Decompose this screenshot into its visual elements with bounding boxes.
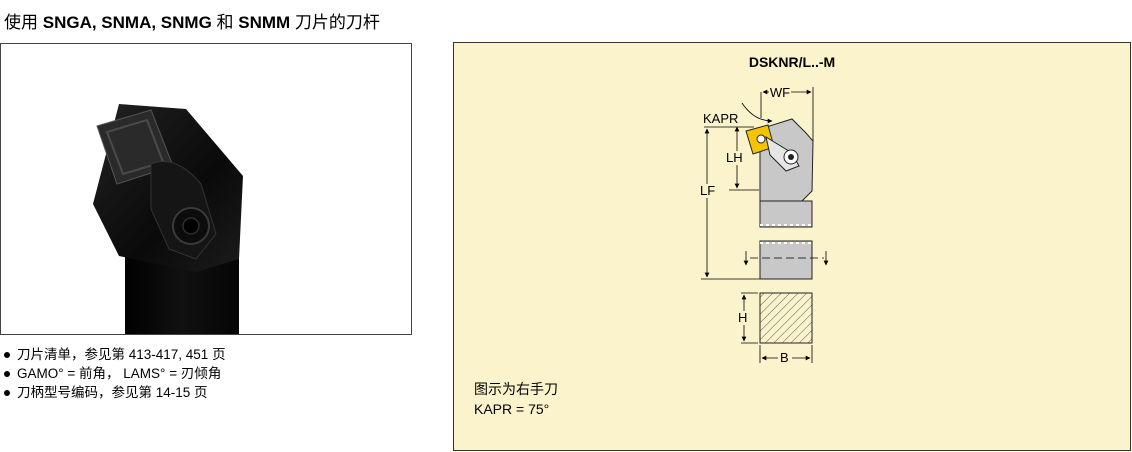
shank-cross-section <box>759 292 813 344</box>
caption-hand: 图示为右手刀 <box>474 381 558 397</box>
title-insert-codes: SNGA, SNMA, SNMG <box>42 13 212 32</box>
lh-label: LH <box>726 150 743 165</box>
holder-shank-lower <box>759 240 813 280</box>
tool-holder-image <box>93 104 243 334</box>
lf-label: LF <box>700 183 715 198</box>
title-suffix: 刀片的刀杆 <box>290 13 380 32</box>
drawing-title: DSKNR/L..-M <box>748 54 836 70</box>
list-item: 刀片清单，参见第 413-417, 451 页 <box>4 345 226 364</box>
dimension-drawing: WF KAPR LH LF <box>700 85 829 365</box>
h-label: H <box>738 310 747 325</box>
title-insert-code-last: SNMM <box>238 13 291 32</box>
kapr-arc <box>741 102 773 124</box>
title-mid: 和 <box>211 13 239 32</box>
holder-shank-upper <box>759 200 813 228</box>
caption-kapr: KAPR = 75° <box>474 401 550 417</box>
page-title: 使用 SNGA, SNMA, SNMG 和 SNMM 刀片的刀杆 <box>4 8 380 33</box>
list-item: 刀柄型号编码，参见第 14-15 页 <box>4 383 226 402</box>
dimension-drawing-panel: DSKNR/L..-M WF KAPR LH LF <box>453 42 1131 451</box>
wf-label: WF <box>770 85 790 100</box>
title-prefix: 使用 <box>4 13 43 32</box>
product-photo <box>0 43 412 335</box>
info-list: 刀片清单，参见第 413-417, 451 页 GAMO° = 前角， LAMS… <box>4 345 226 402</box>
drawing-caption: 图示为右手刀 KAPR = 75° <box>474 379 558 419</box>
b-label: B <box>780 350 789 365</box>
list-item: GAMO° = 前角， LAMS° = 刃倾角 <box>4 364 226 383</box>
kapr-label: KAPR <box>703 111 738 126</box>
